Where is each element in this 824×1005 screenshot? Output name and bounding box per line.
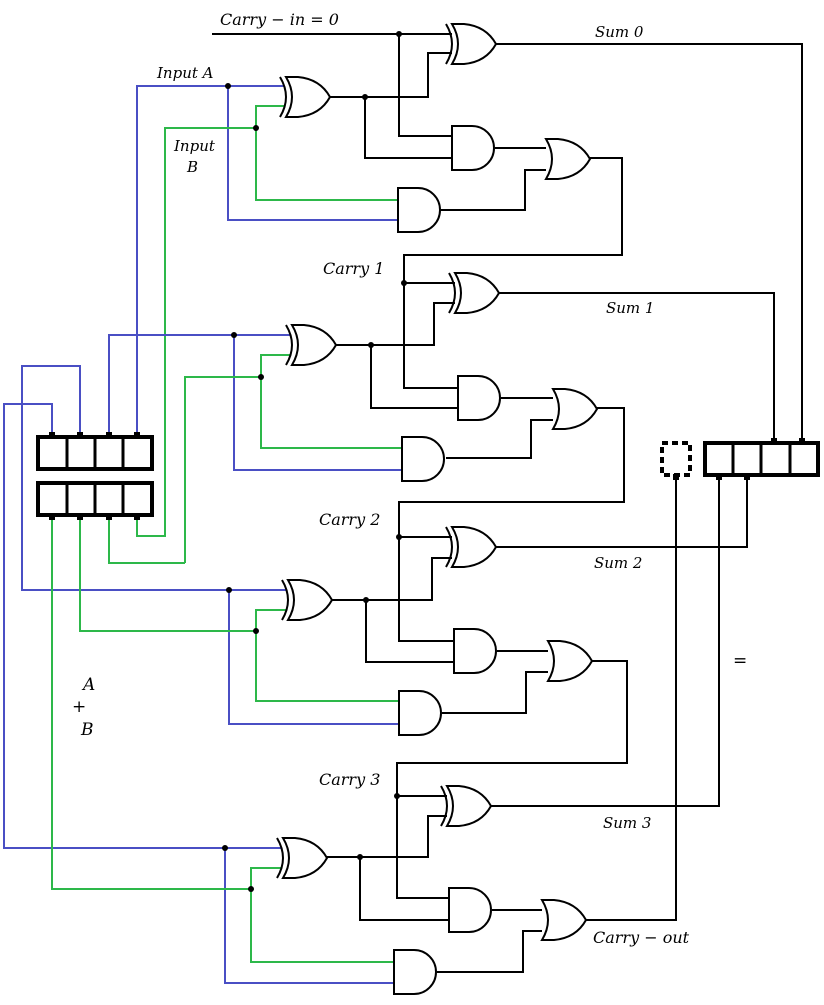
stage-1 — [108, 272, 775, 563]
register-carry-out — [660, 441, 692, 480]
stage-0 — [136, 23, 803, 442]
sum3-label: Sum 3 — [603, 814, 651, 832]
sum0-label: Sum 0 — [595, 23, 644, 41]
sum1-label: Sum 1 — [606, 299, 654, 317]
register-b — [36, 481, 154, 520]
sum2-label: Sum 2 — [594, 554, 642, 572]
carry2-label: Carry 2 — [319, 510, 380, 529]
equals-label: = — [733, 651, 747, 671]
input-b-label: Input — [173, 137, 216, 155]
register-sum — [703, 438, 820, 480]
carry1-label: Carry 1 — [323, 259, 384, 278]
plus-label: + — [72, 697, 86, 717]
carry-in-label: Carry − in = 0 — [220, 10, 339, 29]
input-a-label: Input A — [156, 64, 214, 82]
carry-out-label: Carry − out — [593, 928, 690, 947]
operand-a-label: A — [81, 675, 95, 695]
operand-b-label: B — [80, 720, 94, 740]
carry3-label: Carry 3 — [319, 770, 380, 789]
stage-2 — [21, 365, 748, 796]
register-a — [36, 432, 154, 471]
stage-3 — [3, 403, 720, 995]
register-b-wires — [108, 437, 185, 564]
input-b-label-2: B — [186, 158, 198, 176]
